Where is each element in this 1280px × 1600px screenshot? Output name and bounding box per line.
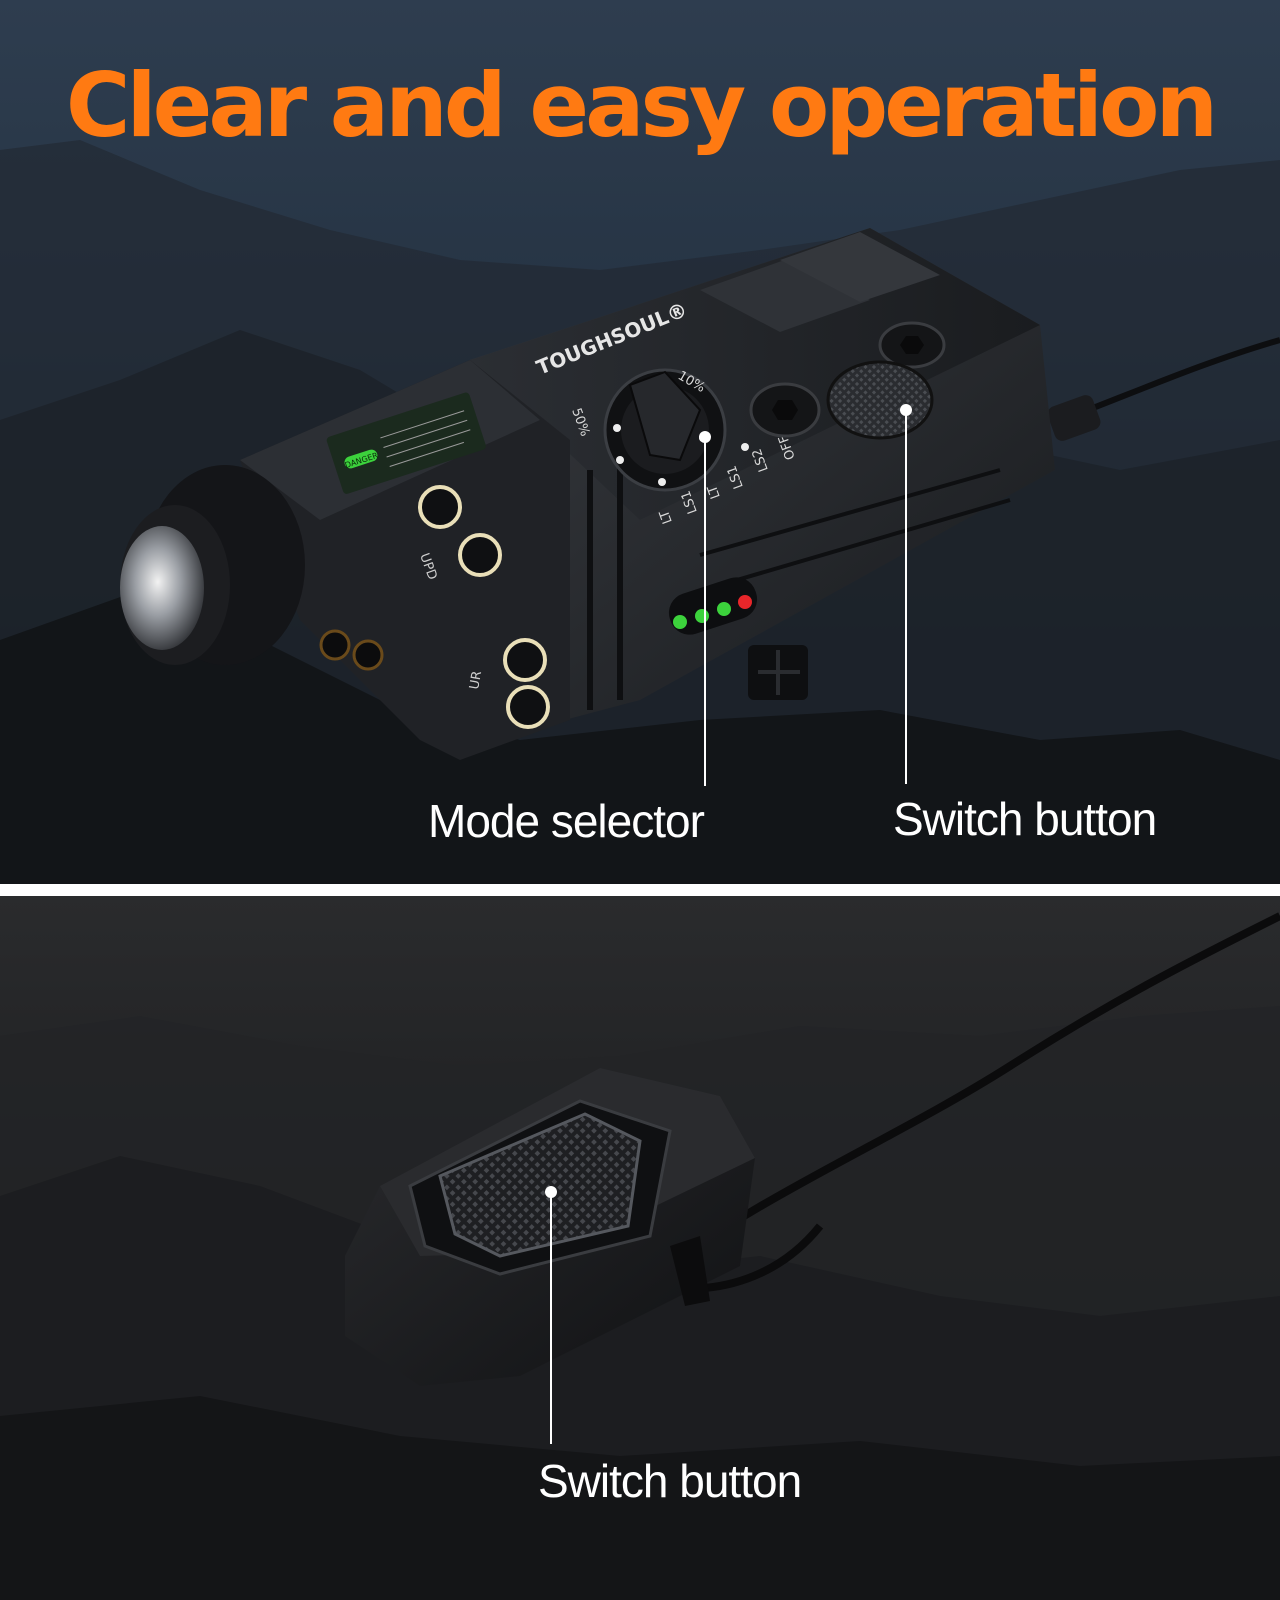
headline: Clear and easy operation [65, 54, 1218, 157]
callout-lines [699, 404, 912, 786]
cable-connector [1047, 395, 1101, 441]
bottom-panel: Switch button [0, 896, 1280, 1600]
rail-clamp [748, 645, 808, 700]
dial-label-lt: LT [705, 483, 724, 501]
dial-label-lt-b: LT [657, 508, 676, 526]
led-2 [695, 609, 709, 623]
switch-pad-body [345, 1068, 755, 1386]
laser-device-scene: DANGER UPD UR TOUGHSOUL® 10% [0, 140, 1280, 884]
remote-switch-scene [0, 912, 1280, 1600]
remote-switch-button [438, 1112, 642, 1258]
mountain-ridge-near [0, 590, 1280, 884]
top-panel: DANGER UPD UR TOUGHSOUL® 10% [0, 0, 1280, 884]
led-3 [717, 602, 731, 616]
mode-selector-caption: Mode selector [428, 795, 705, 847]
switch-button-caption-bottom: Switch button [538, 1455, 802, 1507]
switch-cable [667, 912, 1280, 1270]
led-4 [738, 595, 752, 609]
laser-emitters [319, 629, 384, 671]
switch-button-caption-top: Switch button [893, 793, 1157, 845]
flashlight-head [120, 465, 305, 665]
warning-label: DANGER [326, 392, 486, 494]
led-1 [673, 615, 687, 629]
device-cable [1073, 337, 1280, 418]
device-switch-button [826, 360, 934, 440]
ur-label: UR [467, 670, 485, 691]
callout-line-bottom [545, 1186, 557, 1444]
panel-divider [0, 884, 1280, 896]
mountain-ridge-near [0, 1396, 1280, 1600]
